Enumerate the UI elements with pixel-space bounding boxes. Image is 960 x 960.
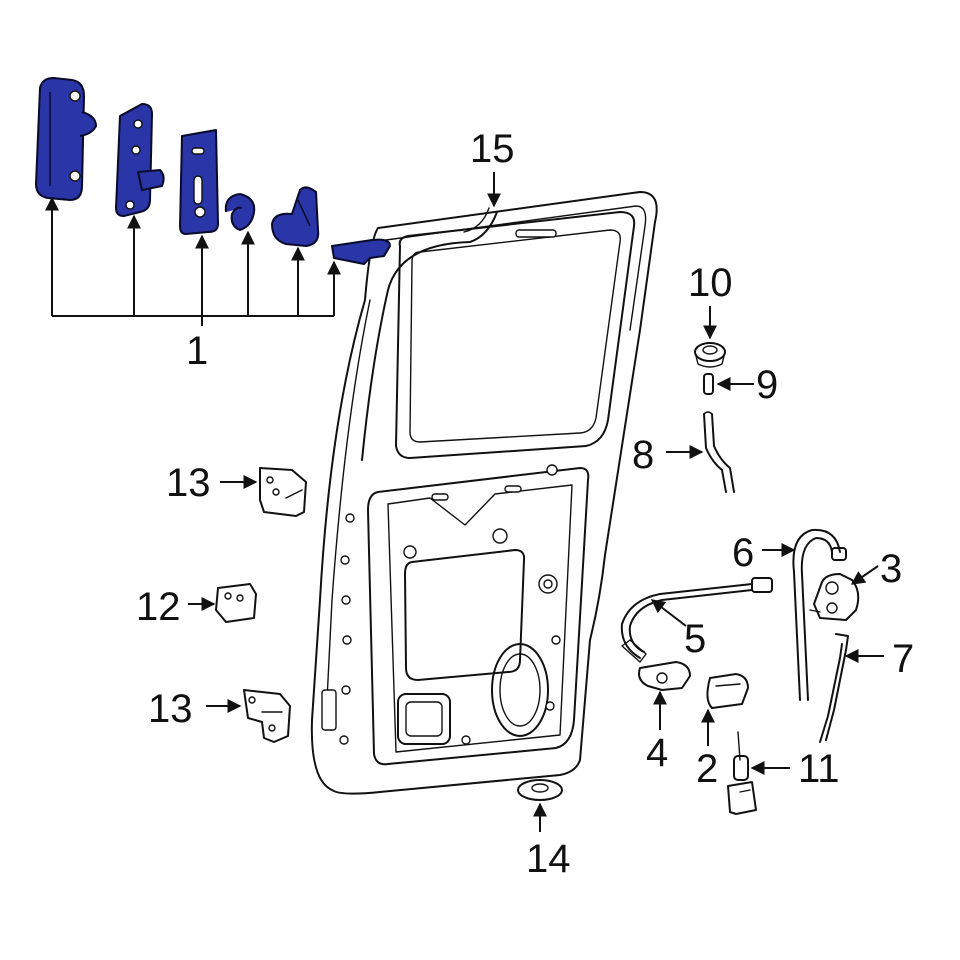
bracket-12[interactable] <box>215 583 257 623</box>
callout-1: 1 <box>186 329 208 373</box>
callout-10: 10 <box>688 261 733 305</box>
rod-7[interactable] <box>819 633 849 743</box>
rear-door-shell <box>310 191 658 795</box>
callout-4: 4 <box>646 731 668 775</box>
callout-9: 9 <box>756 363 778 407</box>
weatherstrip-15 <box>361 207 498 461</box>
callout-8: 8 <box>632 433 654 477</box>
callout-14: 14 <box>526 837 571 881</box>
callout-3: 3 <box>880 547 902 591</box>
callout-13-lower: 13 <box>148 687 193 731</box>
callout-13-upper: 13 <box>166 461 211 505</box>
handle-assembly-1[interactable] <box>35 77 391 265</box>
latch-3[interactable] <box>809 573 860 621</box>
callout-labels: 1 15 10 9 8 13 12 13 6 3 7 5 4 2 11 14 <box>136 127 914 881</box>
leader-lines <box>45 172 884 832</box>
actuator-11[interactable] <box>727 731 757 815</box>
rod-6[interactable] <box>792 528 847 701</box>
callout-12: 12 <box>136 585 181 629</box>
hinge-13-lower[interactable] <box>243 689 291 743</box>
callout-11: 11 <box>798 747 840 791</box>
pin-9[interactable] <box>703 373 714 395</box>
callout-5: 5 <box>684 617 706 661</box>
cover-2[interactable] <box>706 673 749 709</box>
bumper-14[interactable] <box>517 779 563 801</box>
callout-6: 6 <box>732 531 754 575</box>
callout-2: 2 <box>696 747 718 791</box>
callout-7: 7 <box>892 637 914 681</box>
lock-4[interactable] <box>638 661 691 691</box>
rod-8[interactable] <box>703 411 735 493</box>
hinge-13-upper[interactable] <box>259 467 307 517</box>
grommet-10[interactable] <box>694 342 726 368</box>
callout-15: 15 <box>470 127 515 171</box>
